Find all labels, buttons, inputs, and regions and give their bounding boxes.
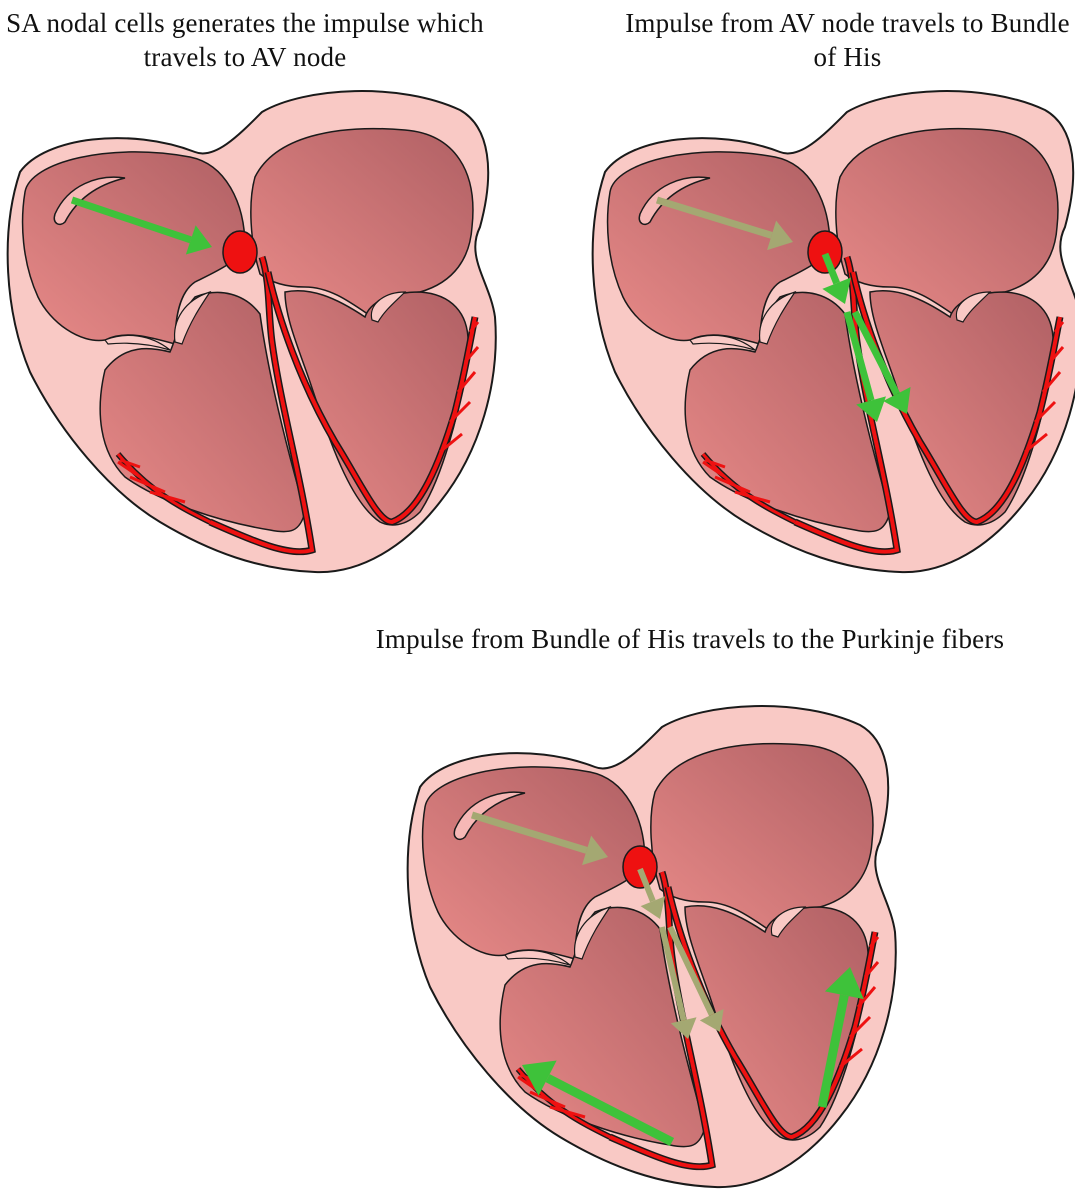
- heart-diagram-av-to-his: [585, 82, 1075, 582]
- heart-diagram-sa-to-av: [0, 82, 500, 582]
- av-node: [623, 846, 657, 888]
- av-node: [808, 231, 842, 273]
- caption-panel-2: Impulse from AV node travels to Bundle o…: [620, 6, 1075, 74]
- caption-panel-3: Impulse from Bundle of His travels to th…: [345, 622, 1035, 656]
- heart-diagram-his-to-purkinje: [400, 697, 900, 1197]
- av-node: [223, 231, 257, 273]
- caption-panel-1: SA nodal cells generates the impulse whi…: [0, 6, 490, 74]
